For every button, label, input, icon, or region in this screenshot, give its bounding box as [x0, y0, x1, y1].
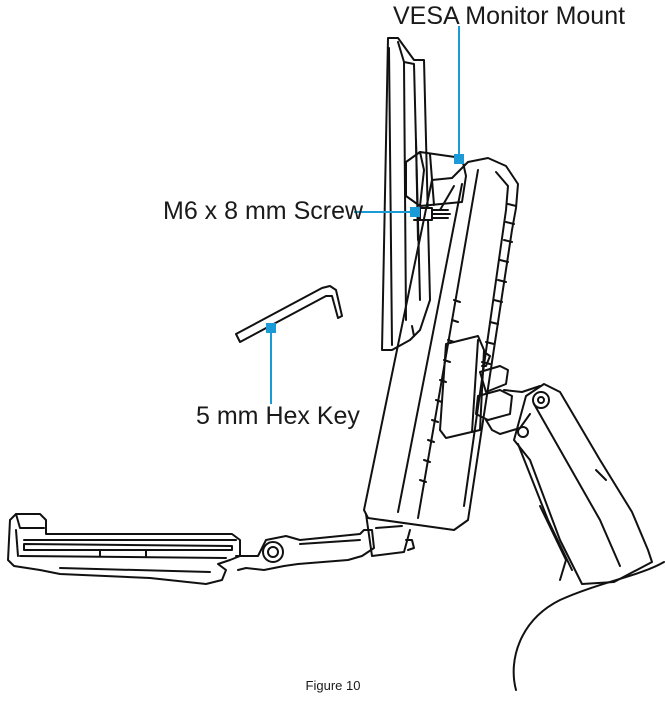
vesa-monitor-mount-label: VESA Monitor Mount [393, 2, 626, 30]
hex-key [235, 285, 343, 343]
screw-label: M6 x 8 mm Screw [163, 197, 364, 225]
leader-marker-hex [266, 323, 276, 333]
leader-marker-vesa [454, 154, 464, 164]
hex-key-label: 5 mm Hex Key [196, 402, 360, 430]
upright-column [363, 157, 519, 531]
support-arm [513, 383, 653, 585]
swivel-joint [475, 365, 550, 438]
figure-caption: Figure 10 [305, 678, 361, 693]
monitor-panel [381, 37, 431, 351]
mid-mount-plate [439, 335, 491, 439]
leader-marker-screw [410, 207, 420, 217]
tray-arm [235, 513, 415, 571]
keyboard-tray [7, 513, 241, 585]
desk-edge [512, 561, 665, 691]
